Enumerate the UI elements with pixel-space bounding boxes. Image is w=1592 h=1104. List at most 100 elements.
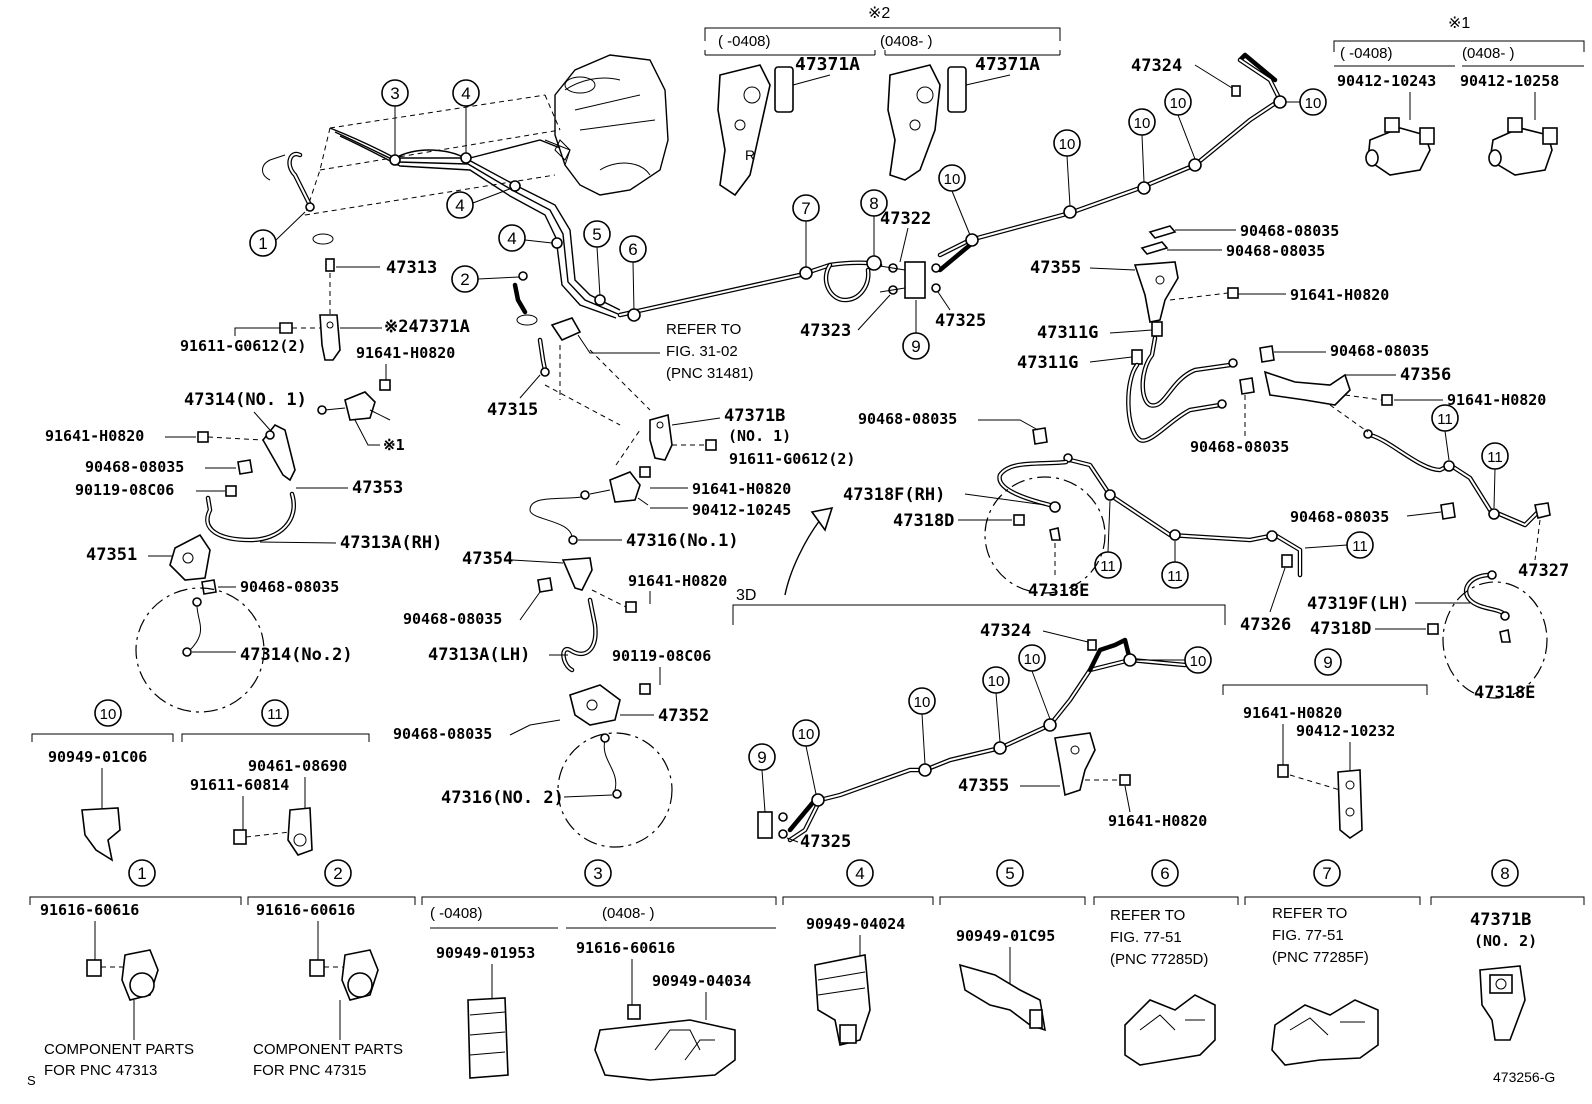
refer-31-02: REFER TO FIG. 31-02 (PNC 31481)	[577, 321, 754, 382]
label-90949-01953: 90949-01953	[436, 944, 535, 962]
comp-parts-label-2: FOR PNC 47313	[44, 1062, 157, 1079]
label-47324-mid: 47324	[980, 621, 1031, 641]
refer-label-2: FIG. 31-02	[666, 343, 738, 360]
svg-text:R: R	[745, 147, 755, 163]
svg-text:10: 10	[914, 694, 931, 711]
label-47325-mid: 47325	[800, 832, 851, 852]
label-90468-f: 90468-08035	[1226, 242, 1325, 260]
label-47316-no1: 47316(No.1)	[626, 531, 739, 551]
label-47355-mid: 47355	[958, 776, 1009, 796]
svg-text:10: 10	[100, 706, 117, 723]
label-91641-h0820-c: 91641-H0820	[692, 480, 791, 498]
table-bottom-row: 1 91616-60616 COMPONENT PARTS FOR PNC 47…	[27, 859, 1585, 1088]
callout-7: 7	[801, 199, 810, 218]
label-47313A-lh: 47313A(LH)	[428, 645, 530, 665]
refer-label-6a: REFER TO	[1110, 907, 1185, 924]
label-star1-range2: (0408- )	[1462, 45, 1515, 62]
label-91616-60616-c: 91616-60616	[576, 939, 675, 957]
detail-9: 9 91641-H0820 90412-10232	[1222, 648, 1428, 839]
label-47371A-left: ※247371A	[384, 317, 470, 337]
callout-6: 6	[1160, 864, 1169, 883]
svg-text:11: 11	[1487, 449, 1503, 466]
label-47325: 47325	[935, 311, 986, 331]
label-star2: ※2	[868, 5, 890, 22]
s-mark: S	[27, 1073, 36, 1088]
label-47311G-a: 47311G	[1037, 323, 1098, 343]
label-47318E-a: 47318E	[1028, 581, 1089, 601]
callouts-main: 3 4 4 4 1 2 5 6 7 8 9	[249, 79, 930, 360]
rear-tube-upper	[937, 52, 1287, 273]
label-47323: 47323	[800, 321, 851, 341]
callout-8: 8	[1500, 864, 1509, 883]
left-front-lh-parts: 47371B (NO. 1) 91611-G0612(2) 91641-H082…	[393, 406, 855, 848]
label-90468-j: 90468-08035	[858, 410, 957, 428]
label-91641-h0820-g: 91641-H0820	[1108, 812, 1207, 830]
label-90412-10258: 90412-10258	[1460, 72, 1559, 90]
hose-47315: 47315	[487, 282, 651, 426]
svg-text:10: 10	[1305, 95, 1322, 112]
callout-9: 9	[911, 337, 920, 356]
star1-valve-group: ※1 ( -0408) (0408- ) 90412-10243 90412-1…	[1333, 15, 1585, 176]
svg-text:11: 11	[1100, 558, 1116, 575]
figure-code: 473256-G	[1493, 1069, 1555, 1085]
label-90949-01c95: 90949-01C95	[956, 927, 1055, 945]
callout-5: 5	[592, 225, 601, 244]
dashed-guides-engine	[304, 94, 561, 216]
label-star2-range2: (0408- )	[880, 33, 933, 50]
label-47314-no1: 47314(NO. 1)	[184, 390, 307, 410]
refer-label-3: (PNC 31481)	[666, 365, 754, 382]
label-47354: 47354	[462, 549, 513, 569]
label-47322: 47322	[880, 209, 931, 229]
table-10-11: 10 11 90949-01C06 90461-08690 91611-6081…	[31, 699, 370, 862]
refer-label-7a: REFER TO	[1272, 905, 1347, 922]
label-90412-10243: 90412-10243	[1337, 72, 1436, 90]
label-90119-b: 90119-08C06	[612, 647, 711, 665]
label-47371B-no1: 47371B	[724, 406, 785, 426]
label-47316-no2: 47316(NO. 2)	[441, 788, 564, 808]
callout-4: 4	[455, 196, 464, 215]
label-91616-60616-b: 91616-60616	[256, 901, 355, 919]
label-47371B-no2-sub: (NO. 2)	[1474, 932, 1537, 950]
label-47353: 47353	[352, 478, 403, 498]
label-90468-h: 90468-08035	[1190, 438, 1289, 456]
callout-2: 2	[333, 864, 342, 883]
comp-parts-label-3: COMPONENT PARTS	[253, 1041, 403, 1058]
refer-label-6c: (PNC 77285D)	[1110, 951, 1208, 968]
callout-7: 7	[1322, 864, 1331, 883]
label-91616-60616-a: 91616-60616	[40, 901, 139, 919]
label-47318E-b: 47318E	[1474, 683, 1535, 703]
refer-label-7c: (PNC 77285F)	[1272, 949, 1369, 966]
label-91611-60814: 91611-60814	[190, 776, 289, 794]
label-star1-range1: ( -0408)	[1340, 45, 1393, 62]
svg-text:10: 10	[1170, 95, 1187, 112]
star2-bracket-group: ※2 ( -0408) (0408- ) R 47371A 47371A	[704, 5, 1061, 197]
label-90412-10245: 90412-10245	[692, 501, 791, 519]
label-47315: 47315	[487, 400, 538, 420]
comp-parts-label-4: FOR PNC 47315	[253, 1062, 366, 1079]
label-47371A-t2: 47371A	[975, 54, 1040, 75]
svg-text:10: 10	[798, 726, 815, 743]
label-91641-h0820-d: 91641-H0820	[628, 572, 727, 590]
label-91641-h0820-h: 91641-H0820	[1243, 704, 1342, 722]
label-star1-ref: ※1	[383, 436, 405, 454]
right-upper-parts: 47324 90468-08035 90468-08035 47355 9164…	[1017, 56, 1569, 581]
label-47319F-lh: 47319F(LH)	[1307, 594, 1409, 614]
svg-text:11: 11	[1167, 568, 1183, 585]
label-90468-c: 90468-08035	[403, 610, 502, 628]
refer-label-6b: FIG. 77-51	[1110, 929, 1182, 946]
junction-block-top	[879, 261, 941, 299]
label-47355-top: 47355	[1030, 258, 1081, 278]
label-90119-a: 90119-08C06	[75, 481, 174, 499]
label-90468-b: 90468-08035	[240, 578, 339, 596]
label-s3-range1: ( -0408)	[430, 905, 483, 922]
front-tubes-left	[262, 127, 621, 319]
callouts-10-top: 10 10 10 10 10	[938, 88, 1327, 236]
callout-4: 4	[855, 864, 864, 883]
label-91611-g0612: 91611-G0612(2)	[180, 337, 306, 355]
label-90468-d: 90468-08035	[393, 725, 492, 743]
label-90949-04034: 90949-04034	[652, 972, 751, 990]
svg-text:11: 11	[1437, 411, 1453, 428]
label-47318D-b: 47318D	[1310, 619, 1371, 639]
main-brake-tube	[594, 255, 883, 322]
